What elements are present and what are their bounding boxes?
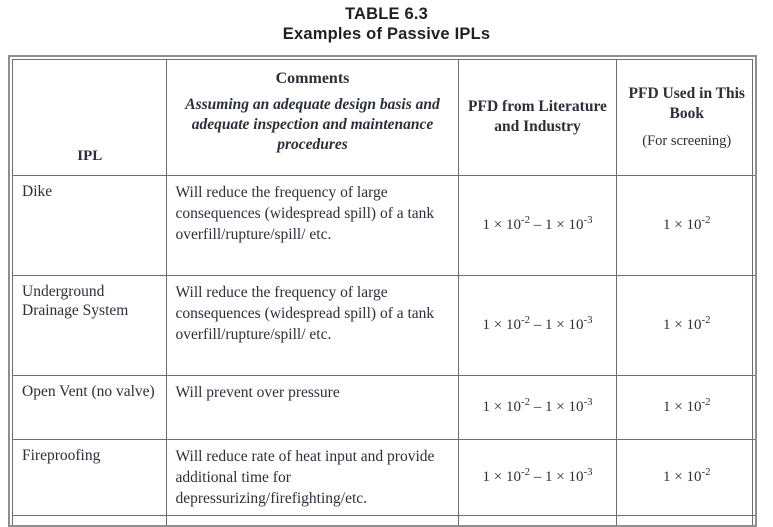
cell-ipl-name	[13, 515, 167, 525]
pfd-book-mantissa: 1 × 10	[663, 316, 702, 333]
table-row: Underground Drainage System Will reduce …	[13, 275, 755, 376]
cell-comments: Will prevent over pressure	[166, 375, 459, 440]
pfd-range-separator: – 1 × 10	[530, 316, 584, 333]
cell-ipl-name: Open Vent (no valve)	[13, 375, 167, 440]
column-header-comments: Comments Assuming an adequate design bas…	[166, 60, 459, 176]
cell-ipl-name: Underground Drainage System	[13, 275, 167, 376]
pfd-range-exponent-low: -2	[521, 313, 530, 326]
table-caption: TABLE 6.3 Examples of Passive IPLs	[0, 0, 773, 44]
pfd-range-separator: – 1 × 10	[530, 216, 584, 233]
table-number: TABLE 6.3	[344, 5, 429, 23]
table-row: Fireproofing Will reduce rate of heat in…	[13, 439, 755, 516]
pfd-book-exponent: -2	[701, 213, 711, 226]
table-header-row: IPL Comments Assuming an adequate design…	[13, 60, 755, 176]
table-frame: IPL Comments Assuming an adequate design…	[8, 55, 757, 527]
cell-pfd-literature: 1 × 10-2 – 1 × 10-3	[458, 175, 617, 276]
column-header-ipl: IPL	[13, 60, 167, 176]
column-header-pfd-book-note: (For screening)	[642, 132, 732, 149]
column-header-pfd-book-title: PFD Used in This Book	[628, 84, 745, 122]
cell-pfd-book: 1 × 10-2	[616, 375, 755, 440]
cell-comments	[166, 515, 459, 525]
table-title: Examples of Passive IPLs	[282, 25, 491, 43]
cell-comments: Will reduce the frequency of large conse…	[166, 175, 459, 276]
pfd-range-separator: – 1 × 10	[530, 398, 584, 415]
pfd-book-exponent: -2	[701, 395, 711, 408]
cell-pfd-book: 1 × 10-2	[616, 275, 755, 376]
cell-pfd-literature: 1 × 10-2 – 1 × 10-3	[458, 275, 617, 376]
table-row-partial	[13, 515, 755, 525]
cell-pfd-book: 1 × 10-2	[616, 439, 755, 516]
cell-ipl-name: Dike	[13, 175, 167, 276]
pfd-book-exponent: -2	[701, 313, 711, 326]
table-inner-border: IPL Comments Assuming an adequate design…	[12, 59, 755, 525]
pfd-range-separator: – 1 × 10	[530, 468, 584, 485]
pfd-range-exponent-low: -2	[521, 465, 530, 478]
column-header-comments-subtitle: Assuming an adequate design basis and ad…	[185, 96, 440, 153]
cell-comments: Will reduce the frequency of large conse…	[166, 275, 459, 376]
pfd-range-exponent-high: -3	[583, 395, 593, 408]
column-header-comments-title: Comments	[275, 70, 350, 87]
table-row: Dike Will reduce the frequency of large …	[13, 175, 755, 276]
cell-pfd-literature	[458, 515, 617, 525]
cell-pfd-book	[616, 515, 755, 525]
cell-ipl-name: Fireproofing	[13, 439, 167, 516]
pfd-range-exponent-high: -3	[583, 313, 593, 326]
pfd-range-exponent-low: -2	[521, 213, 530, 226]
pfd-book-mantissa: 1 × 10	[663, 468, 702, 485]
cell-comments: Will reduce rate of heat input and provi…	[166, 439, 459, 516]
pfd-book-mantissa: 1 × 10	[663, 216, 702, 233]
pfd-book-mantissa: 1 × 10	[663, 398, 702, 415]
table-row: Open Vent (no valve) Will prevent over p…	[13, 375, 755, 440]
pfd-range-mantissa-low: 1 × 10	[482, 316, 521, 333]
column-header-pfd-literature: PFD from Literature and Industry	[458, 60, 617, 176]
pfd-book-exponent: -2	[701, 465, 711, 478]
pfd-range-mantissa-low: 1 × 10	[482, 468, 521, 485]
cell-pfd-literature: 1 × 10-2 – 1 × 10-3	[458, 375, 617, 440]
pfd-range-exponent-low: -2	[521, 395, 530, 408]
pfd-range-exponent-high: -3	[583, 213, 593, 226]
column-header-pfd-book: PFD Used in This Book (For screening)	[616, 60, 755, 176]
cell-pfd-book: 1 × 10-2	[616, 175, 755, 276]
passive-ipl-table: IPL Comments Assuming an adequate design…	[13, 60, 755, 525]
pfd-range-mantissa-low: 1 × 10	[482, 216, 521, 233]
pfd-range-exponent-high: -3	[583, 465, 593, 478]
cell-pfd-literature: 1 × 10-2 – 1 × 10-3	[458, 439, 617, 516]
pfd-range-mantissa-low: 1 × 10	[482, 398, 521, 415]
